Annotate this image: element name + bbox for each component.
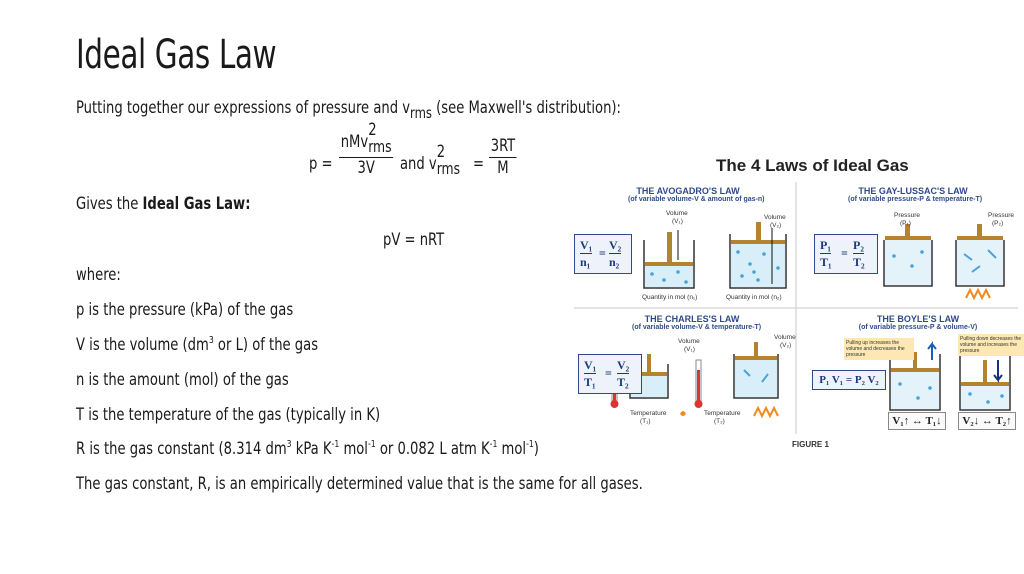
ideal-gas-laws-figure: The 4 Laws of Ideal Gas — [568, 148, 1024, 458]
figure-artwork — [574, 182, 1018, 434]
gives-line: Gives the Ideal Gas Law: — [76, 194, 251, 214]
avogadro-qty2-label: Quantity in mol (n₂) — [726, 294, 782, 301]
charles-title: THE CHARLES'S LAW — [644, 314, 740, 324]
temperature-definition: T is the temperature of the gas (typical… — [76, 405, 381, 425]
p-equals: p = — [309, 154, 333, 174]
avogadro-beaker-1 — [643, 230, 695, 289]
gaylussac-beaker-1 — [883, 224, 933, 287]
boyle-result-2: V₂↓ ↔ T₂↑ — [958, 412, 1016, 430]
gaylussac-beaker-2 — [955, 224, 1005, 301]
fraction-3rt-m: 3RT M — [489, 136, 517, 178]
amount-definition: n is the amount (mol) of the gas — [76, 370, 289, 390]
volume-definition: V is the volume (dm3 or L) of the gas — [76, 335, 319, 355]
pressure-definition: p is the pressure (kPa) of the gas — [76, 300, 294, 320]
boyle-title: THE BOYLE'S LAW — [876, 314, 960, 324]
charles-subtitle: (of variable volume-V & temperature-T) — [632, 324, 762, 331]
figure-title: The 4 Laws of Ideal Gas — [716, 156, 909, 175]
boyle-note-pull-down: Pulling down decreases the volume and in… — [958, 334, 1024, 356]
boyle-cylinder-2 — [959, 354, 1011, 411]
charles-t2-sym: (T₂) — [714, 418, 725, 425]
gas-constant-definition: R is the gas constant (8.314 dm3 kPa K-1… — [76, 439, 539, 459]
gaylussac-equation-box: P₁ T₁ = P₂ T₂ — [814, 234, 878, 274]
avogadro-vol2-label: Volume — [764, 214, 786, 221]
charles-t1-sym: (T₁) — [640, 418, 651, 425]
boyle-note-pull-up: Pulling up increases the volume and decr… — [844, 338, 914, 360]
charles-equation-box: V₁ T₁ = V₂ T₂ — [578, 354, 642, 394]
slide-title: Ideal Gas Law — [76, 32, 277, 78]
boyle-cylinder-1 — [889, 341, 941, 411]
closing-statement: The gas constant, R, is an empirically d… — [76, 474, 643, 494]
gaylussac-p2-sym: (P₂) — [992, 220, 1004, 227]
gaylussac-title: THE GAY-LUSSAC'S LAW — [858, 186, 968, 196]
gaylussac-p1-label: Pressure — [894, 212, 921, 219]
equals-sign: = — [473, 154, 485, 174]
avogadro-title: THE AVOGADRO'S LAW — [636, 186, 740, 196]
avogadro-beaker-2 — [729, 222, 787, 289]
avogadro-equation-box: V₁ n₁ = V₂ n₂ — [574, 234, 632, 274]
gaylussac-p2-label: Pressure — [988, 212, 1015, 219]
charles-beaker-2 — [694, 342, 779, 419]
boyle-equation-box: P₁ V₁ = P₂ V₂ — [812, 370, 886, 390]
intro-line: Putting together our expressions of pres… — [76, 98, 621, 122]
avogadro-vol1-label: Volume — [666, 210, 688, 217]
charles-v2-label: Volume — [774, 334, 796, 341]
gaylussac-p1-sym: (P₁) — [900, 220, 911, 227]
where-label: where: — [76, 265, 121, 285]
charles-v1-label: Volume — [678, 338, 700, 345]
gaylussac-subtitle: (of variable pressure-P & temperature-T) — [848, 196, 983, 203]
ideal-gas-law-equation: pV = nRT — [383, 230, 445, 250]
avogadro-vol1-sym: (V₁) — [672, 218, 683, 225]
charles-t2-label: Temperature — [704, 410, 741, 417]
charles-v2-sym: (V₂) — [780, 342, 792, 349]
avogadro-subtitle: (of variable volume-V & amount of gas-n) — [628, 196, 765, 203]
avogadro-vol2-sym: (V₂) — [770, 222, 782, 229]
avogadro-qty1-label: Quantity in mol (n₁) — [642, 294, 698, 301]
charles-t1-label: Temperature — [630, 410, 667, 417]
charles-v1-sym: (V₁) — [684, 346, 695, 353]
boyle-result-1: V₁↑ ↔ T₁↓ — [888, 412, 946, 430]
boyle-subtitle: (of variable pressure-P & volume-V) — [858, 324, 978, 331]
figure-caption: FIGURE 1 — [792, 440, 829, 449]
